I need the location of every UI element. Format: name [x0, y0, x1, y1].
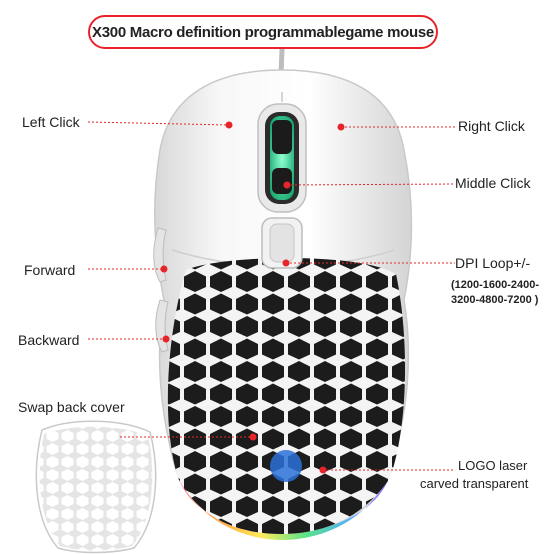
label-swap-cover: Swap back cover	[18, 399, 125, 415]
label-right-click: Right Click	[458, 118, 525, 134]
logo-emblem	[270, 450, 302, 482]
label-logo-line2: carved transparent	[420, 476, 529, 491]
label-left-click: Left Click	[22, 114, 80, 130]
label-logo-line1: LOGO laser	[458, 458, 528, 473]
label-backward: Backward	[18, 332, 80, 348]
honeycomb-shell	[167, 258, 406, 534]
page-title: X300 Macro definition programmablegame m…	[92, 23, 434, 41]
label-dpi-values-line2: 3200-4800-7200 )	[451, 294, 539, 306]
dpi-button	[269, 223, 295, 263]
label-dpi: DPI Loop+/-	[455, 255, 531, 271]
label-middle-click: Middle Click	[455, 175, 531, 191]
title-banner: X300 Macro definition programmablegame m…	[88, 15, 438, 49]
callout-lines	[87, 121, 456, 471]
label-dpi-values-line1: (1200-1600-2400-	[451, 279, 540, 291]
label-forward: Forward	[24, 262, 76, 278]
callout-dots	[160, 121, 345, 474]
